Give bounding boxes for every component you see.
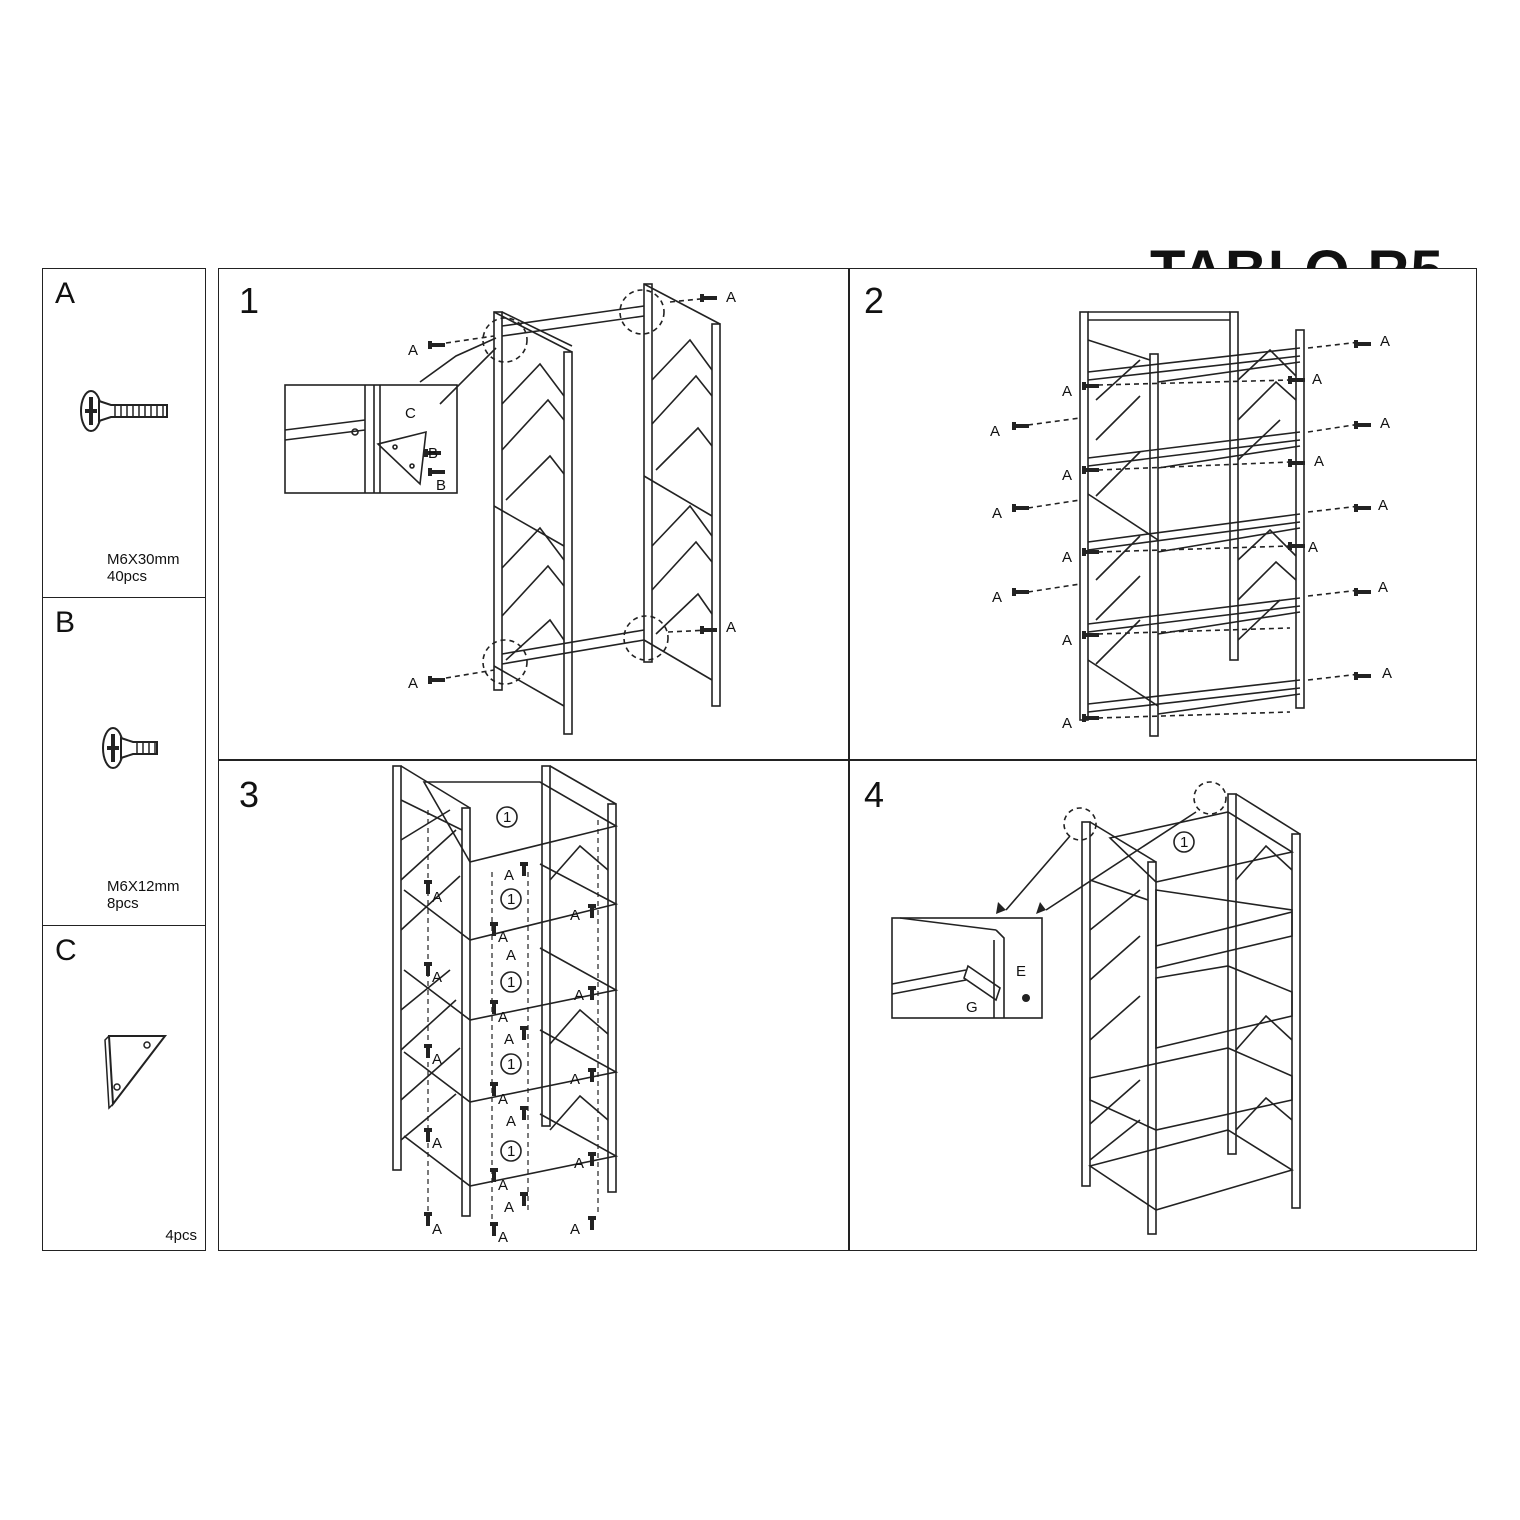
screw-label: A	[432, 1135, 442, 1152]
screw-label: A	[408, 675, 418, 692]
screw-label: A	[498, 929, 508, 946]
divider	[219, 759, 1476, 761]
part-qty: 4pcs	[165, 1227, 197, 1244]
screw-label: A	[1378, 579, 1388, 596]
shelf-label: 1	[507, 974, 515, 991]
screw-label: A	[1308, 539, 1318, 556]
parts-list: A M6X30mm 40pcs B	[42, 268, 206, 1251]
screw-label: A	[506, 947, 516, 964]
screw-label: A	[1378, 497, 1388, 514]
part-a: A M6X30mm 40pcs	[43, 269, 205, 597]
part-letter: B	[55, 606, 76, 639]
screw-label: A	[432, 969, 442, 986]
screw-label: A	[570, 1221, 580, 1238]
screw-label: A	[504, 1199, 514, 1216]
shelf-label: 1	[507, 891, 515, 908]
screw-label: A	[574, 987, 584, 1004]
step-1-illustration	[284, 283, 721, 735]
screw-label: A	[726, 619, 736, 636]
part-label: G	[966, 999, 978, 1016]
screw-label: A	[432, 889, 442, 906]
screw-label: A	[570, 907, 580, 924]
shelf-label: 1	[507, 1056, 515, 1073]
part-letter: C	[55, 934, 77, 967]
screw-label: A	[726, 289, 736, 306]
screw-label: A	[498, 1229, 508, 1246]
part-label: E	[1016, 963, 1026, 980]
screw-label: A	[432, 1051, 442, 1068]
part-size: M6X12mm	[107, 878, 180, 895]
step-number: 4	[864, 774, 885, 815]
part-spec: M6X12mm 8pcs	[107, 878, 180, 913]
step-number: 3	[239, 774, 260, 815]
screw-label: A	[506, 1113, 516, 1130]
step-3-illustration	[392, 765, 619, 1226]
screw-label: B	[428, 445, 438, 462]
screw-label: A	[1380, 415, 1390, 432]
screw-label: A	[990, 423, 1000, 440]
step-number: 1	[239, 280, 260, 321]
short-screw-icon	[102, 727, 158, 769]
screw-label: A	[1062, 549, 1072, 566]
step-4-illustration	[891, 781, 1301, 1235]
screw-label: A	[1382, 665, 1392, 682]
screw-label: A	[1062, 467, 1072, 484]
part-spec: M6X30mm 40pcs	[107, 551, 180, 586]
screw-label: A	[504, 1031, 514, 1048]
screw-label: A	[504, 867, 514, 884]
shelf-label: 1	[507, 1143, 515, 1160]
screw-label: A	[1062, 632, 1072, 649]
step-number: 2	[864, 280, 885, 321]
part-qty: 40pcs	[107, 568, 148, 586]
shelf-label: 1	[503, 809, 511, 826]
screw-label: A	[992, 505, 1002, 522]
corner-bracket-icon	[104, 1035, 168, 1110]
part-letter: A	[55, 277, 76, 310]
screw-label: A	[408, 342, 418, 359]
screw-label: A	[1062, 715, 1072, 732]
screw-label: A	[1314, 453, 1324, 470]
screw-label: A	[1312, 371, 1322, 388]
step-2-illustration	[1027, 311, 1361, 737]
screw-label: A	[498, 1009, 508, 1026]
long-screw-icon	[80, 390, 168, 432]
shelf-label: 1	[1180, 834, 1188, 851]
screw-label: A	[570, 1071, 580, 1088]
screw-label: A	[498, 1177, 508, 1194]
screw-label: A	[574, 1155, 584, 1172]
screw-label: A	[1062, 383, 1072, 400]
part-c: C 4pcs	[43, 925, 205, 1252]
bracket-label: C	[405, 405, 416, 422]
part-b: B M6X12mm 8pcs	[43, 597, 205, 925]
screw-label: A	[1380, 333, 1390, 350]
screw-label: A	[498, 1091, 508, 1108]
screw-label: A	[992, 589, 1002, 606]
part-size: M6X30mm	[107, 551, 180, 568]
part-qty: 8pcs	[107, 895, 139, 913]
screw-label: B	[436, 477, 446, 494]
screw-label: A	[432, 1221, 442, 1238]
